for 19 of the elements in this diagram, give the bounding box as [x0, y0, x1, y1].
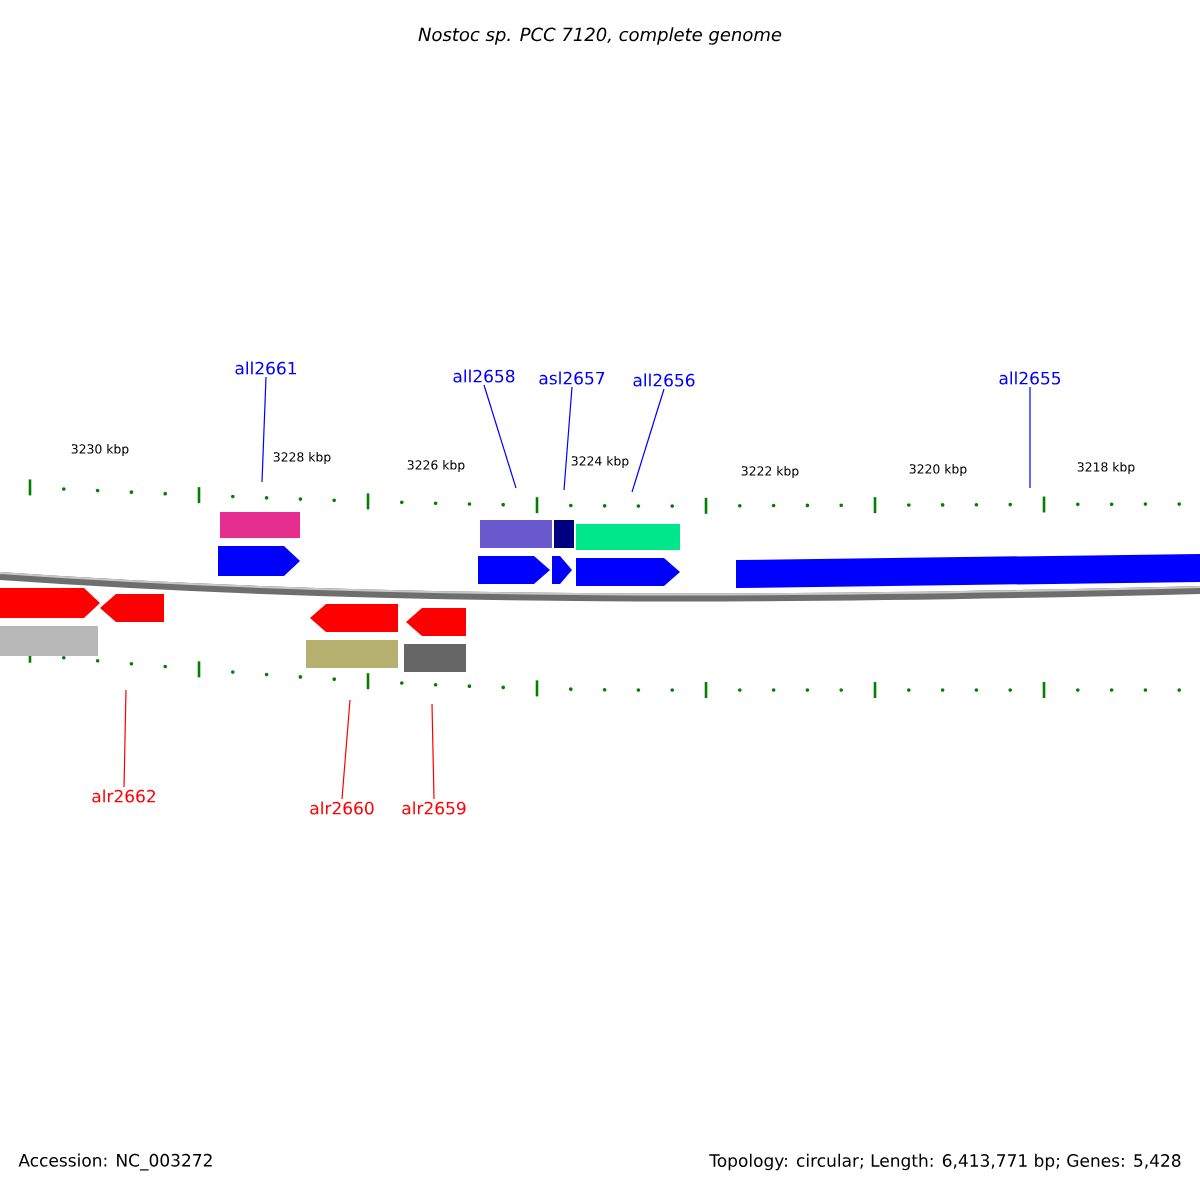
- gene-label: alr2660: [310, 801, 374, 815]
- leader-line: [631, 388, 665, 493]
- gene-label: all2658: [453, 369, 515, 383]
- leader-line: [123, 689, 127, 788]
- footer-text: Accession: NC_003272: [18, 1153, 212, 1171]
- leader-line: [1029, 386, 1031, 489]
- gene-label: asl2657: [539, 371, 605, 385]
- gene-label: all2656: [633, 373, 695, 387]
- leader-line: [261, 376, 267, 483]
- leader-line: [483, 384, 517, 489]
- leader-line: [431, 703, 435, 800]
- gene-label: alr2659: [402, 801, 466, 815]
- gene-label: all2661: [235, 361, 296, 375]
- gene-label: all2655: [999, 371, 1061, 385]
- footer-text: Topology: circular; Length: 6,413,771 bp; Genes: 5,428: [709, 1153, 1181, 1171]
- gene-label: alr2662: [92, 789, 155, 803]
- leader-line: [563, 386, 573, 491]
- leader-line: [341, 699, 351, 800]
- title: Nostoc sp. PCC 7120, complete genome: [418, 27, 782, 45]
